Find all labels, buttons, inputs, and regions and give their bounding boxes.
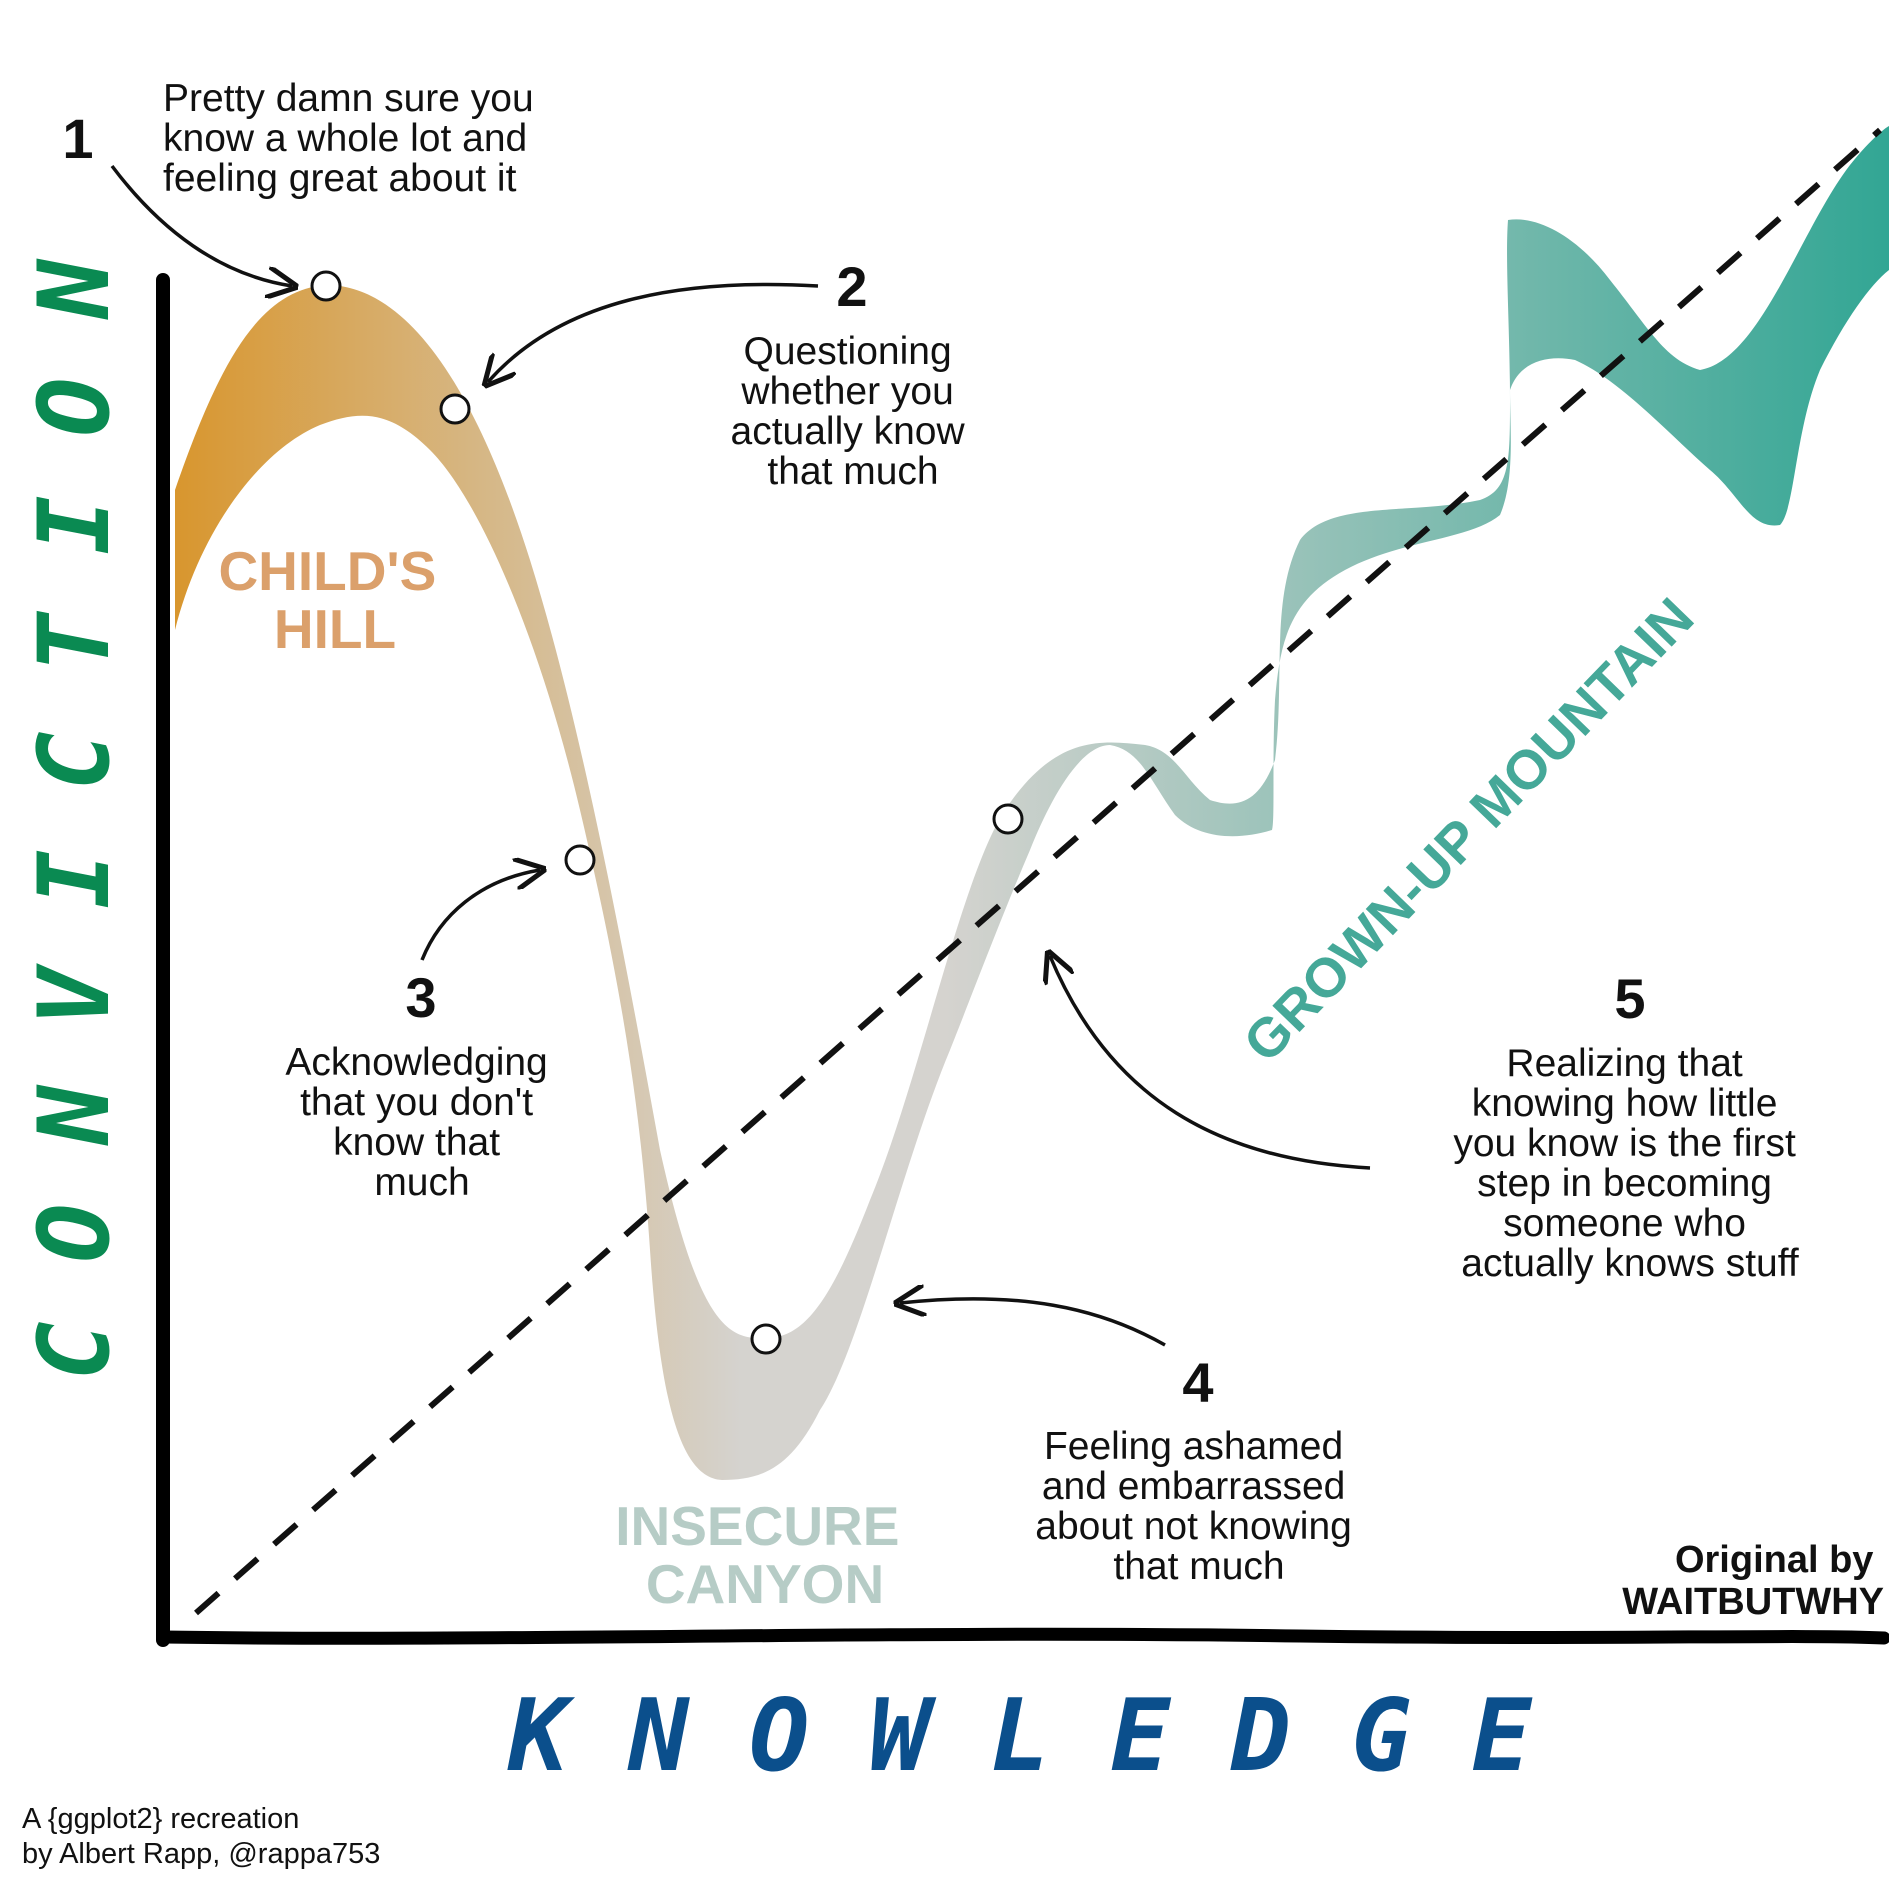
arrow-3 [420,870,540,961]
annotation-5-text: Realizing that knowing how little you kn… [1453,1042,1806,1285]
annotation-3-text: Acknowledging that you don't know that m… [285,1041,558,1204]
annotation-1-text: Pretty damn sure you know a whole lot an… [163,77,545,200]
conviction-band [175,126,1889,1480]
point-marker-3 [564,844,596,876]
point-marker-2 [439,393,471,425]
x-axis-line [156,1627,1889,1645]
point-marker-4 [750,1323,782,1355]
recreation-credit: A {ggplot2} recreation by Albert Rapp, @… [22,1803,380,1870]
arrow-4 [900,1299,1166,1347]
x-axis-title: K N O W L E D G E [507,1677,1532,1794]
annotation-5-number: 5 [1614,967,1645,1030]
childs-hill-label: CHILD'S HILL [218,540,451,660]
annotation-2-text: Questioning whether you actually know th… [731,330,976,493]
insecure-canyon-label: INSECURE CANYON [615,1495,915,1615]
point-marker-1 [310,270,342,302]
annotation-1-number: 1 [62,107,93,170]
annotation-3-number: 3 [405,966,436,1029]
y-axis-title: C O N V I C T I O N [18,257,132,1380]
point-marker-5 [992,803,1024,835]
annotation-4-number: 4 [1182,1351,1213,1414]
arrow-1 [110,164,292,286]
annotation-4-text: Feeling ashamed and embarrassed about no… [1035,1425,1362,1588]
source-attribution: Original by WAITBUTWHY [1622,1539,1884,1623]
arrow-5 [1050,956,1371,1170]
arrow-2 [488,282,819,382]
dashed-diagonal [194,127,1882,1616]
annotation-2-number: 2 [836,255,867,318]
